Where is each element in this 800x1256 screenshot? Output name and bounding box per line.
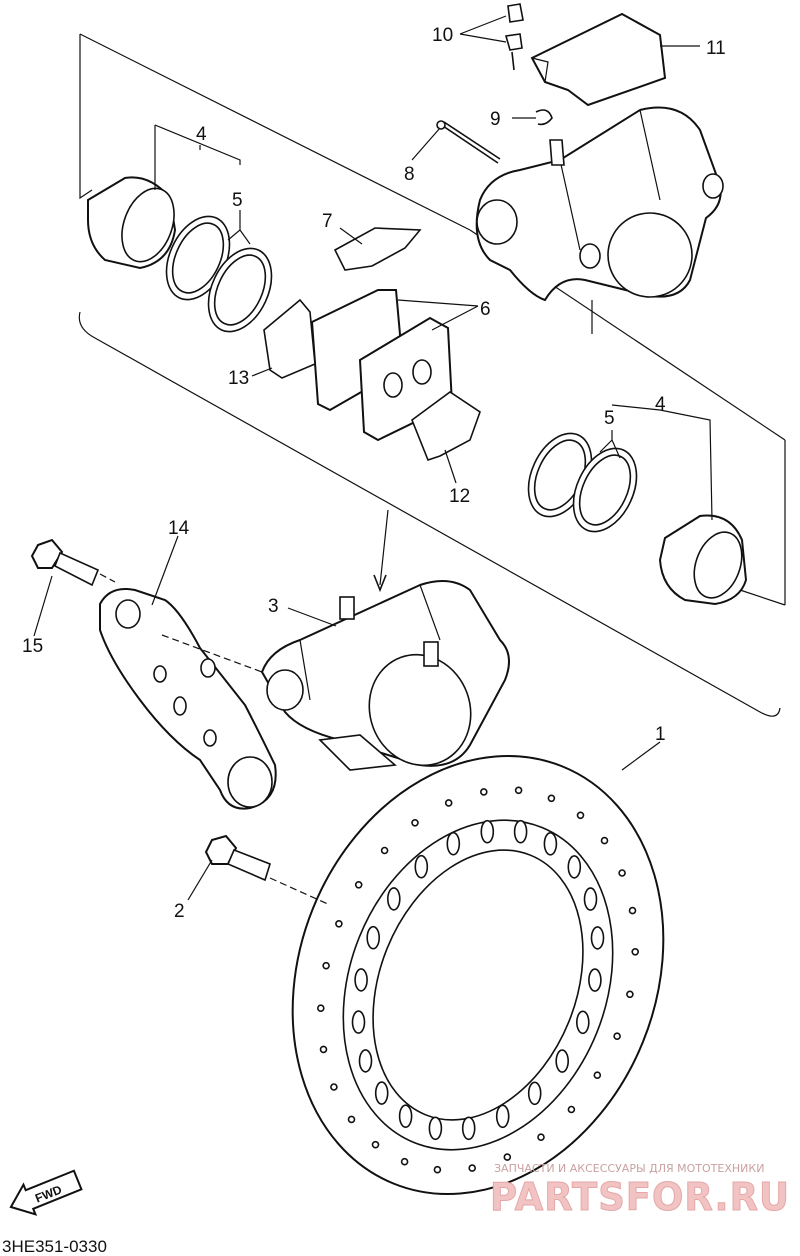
- callout-labels: 1 2 3 4 4 5 5 6 7 8 9 10 11 12 13 14 15: [22, 25, 726, 922]
- callout-7: 7: [322, 211, 333, 232]
- disc-hole: [398, 1104, 413, 1128]
- disc-hole: [593, 1071, 602, 1079]
- callout-8: 8: [404, 164, 415, 185]
- disc-hole: [411, 818, 419, 827]
- disc-hole: [316, 1004, 325, 1013]
- disc-hole: [335, 919, 343, 928]
- pad-shim-13: [263, 298, 316, 379]
- disc-hole: [480, 819, 495, 844]
- disc-hole: [567, 1105, 576, 1114]
- disc-hole: [354, 880, 363, 889]
- disc-hole: [588, 968, 602, 992]
- disc-hole: [446, 831, 461, 856]
- disc-hole: [380, 846, 389, 855]
- disc-hole: [461, 1116, 476, 1141]
- disc-bolt: [204, 834, 271, 882]
- callout-2: 2: [174, 901, 185, 922]
- pad-shim-12: [411, 391, 481, 461]
- disc-hole: [514, 786, 523, 795]
- disc-hole: [576, 811, 585, 820]
- bracket-bolt: [30, 538, 100, 587]
- brake-pads: [310, 289, 454, 442]
- disc-hole: [628, 906, 637, 915]
- disc-hole: [433, 1165, 442, 1174]
- callout-6: 6: [480, 299, 491, 320]
- callout-13: 13: [228, 368, 249, 389]
- callout-5-lower: 5: [604, 408, 615, 429]
- disc-hole: [513, 819, 528, 844]
- piston-right: [658, 514, 748, 606]
- disc-hole: [537, 1133, 545, 1141]
- disc-hole: [495, 1104, 510, 1129]
- disc-hole: [613, 1032, 621, 1040]
- disc-hole: [555, 1049, 570, 1073]
- callout-15: 15: [22, 636, 43, 657]
- disc-hole: [330, 1083, 338, 1091]
- disc-hole: [428, 1116, 443, 1141]
- callout-4-lower: 4: [655, 394, 666, 415]
- disc-hole: [414, 854, 429, 879]
- caliper-assembled: [260, 580, 510, 771]
- disc-hole: [543, 831, 558, 856]
- seal-left: [165, 215, 273, 333]
- callout-1: 1: [655, 724, 666, 745]
- seal-right: [527, 432, 638, 533]
- disc-hole: [583, 887, 598, 911]
- watermark-brand: PARTSFOR.RU: [490, 1175, 790, 1219]
- caliper-body-exploded: [475, 106, 724, 302]
- disc-hole: [600, 836, 609, 845]
- callout-3: 3: [268, 596, 279, 617]
- disc-vent-holes: [316, 786, 640, 1174]
- disc-hole: [322, 961, 330, 970]
- disc-hole: [354, 968, 368, 992]
- watermark: ЗАПЧАСТИ И АКСЕССУАРЫ ДЛЯ МОТОТЕХНИКИ PA…: [490, 1162, 790, 1220]
- disc-hole: [319, 1045, 328, 1054]
- callout-10: 10: [432, 25, 453, 46]
- disc-hole: [468, 1164, 477, 1172]
- pad-spring: [333, 227, 422, 271]
- callout-5-upper: 5: [232, 190, 243, 211]
- disc-hole: [503, 1153, 512, 1161]
- pad-clip: [535, 109, 553, 126]
- disc-hole: [347, 1115, 356, 1124]
- figure-code: 3HE351-0330: [2, 1237, 107, 1256]
- disc-hole: [400, 1157, 409, 1166]
- piston-left: [87, 176, 177, 270]
- disc-hole: [351, 1010, 366, 1034]
- caliper-bracket: [99, 588, 277, 810]
- callout-9: 9: [490, 109, 501, 130]
- disc-hole: [527, 1081, 542, 1106]
- disc-hole: [590, 926, 605, 950]
- disc-hole: [358, 1049, 373, 1073]
- callout-12: 12: [449, 486, 470, 507]
- forward-direction-arrow: FWD: [9, 1169, 83, 1216]
- disc-hole: [626, 990, 634, 999]
- callout-4-upper: 4: [196, 124, 207, 145]
- disc-hole: [618, 869, 626, 877]
- leader-lines: [33, 15, 713, 901]
- callout-14: 14: [168, 518, 190, 539]
- disc-hole: [631, 947, 640, 956]
- disc-hole: [567, 855, 582, 879]
- brake-disc: [291, 754, 665, 1196]
- disc-hole: [374, 1081, 389, 1105]
- disc-hole: [575, 1010, 590, 1035]
- bleed-screw: [504, 3, 524, 71]
- disc-hole: [371, 1140, 380, 1149]
- pad-cover: [530, 12, 667, 107]
- disc-hole: [479, 788, 488, 796]
- disc-hole: [444, 799, 453, 807]
- callout-11: 11: [706, 38, 726, 59]
- disc-hole: [386, 887, 401, 911]
- disc-hole: [547, 794, 556, 803]
- assembly-guide-lines: [99, 300, 593, 906]
- disc-hole: [366, 925, 381, 950]
- watermark-tagline: ЗАПЧАСТИ И АКСЕССУАРЫ ДЛЯ МОТОТЕХНИКИ: [494, 1162, 764, 1175]
- pad-pin: [436, 120, 501, 164]
